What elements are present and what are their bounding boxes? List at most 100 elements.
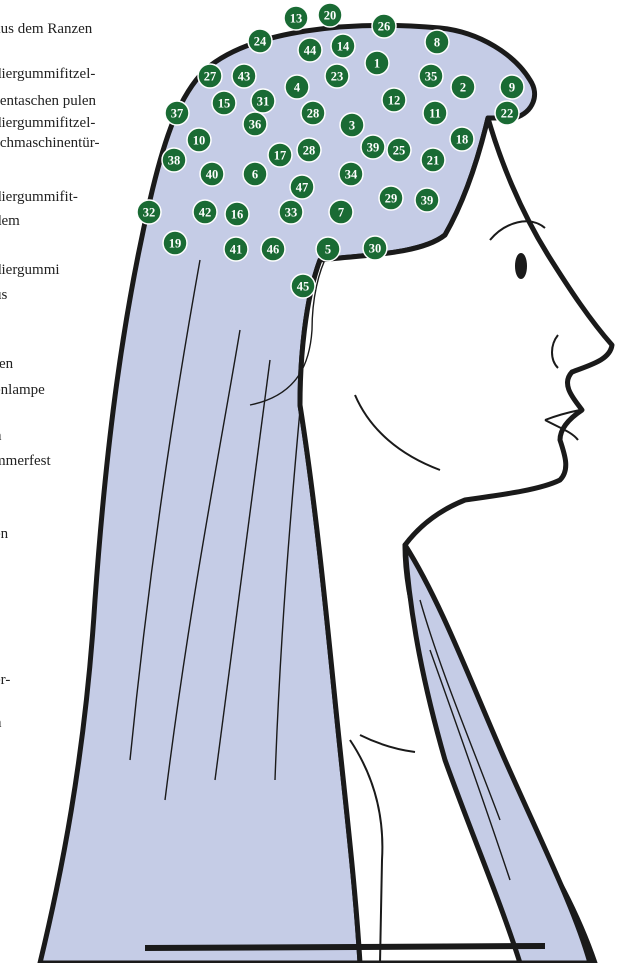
electrode-marker: 33	[279, 200, 303, 224]
electrode-label: 21	[427, 154, 440, 168]
electrode-marker: 47	[290, 175, 314, 199]
electrode-label: 33	[285, 206, 298, 220]
electrode-marker: 39	[361, 135, 385, 159]
electrode-label: 8	[434, 36, 440, 50]
electrode-label: 3	[349, 119, 355, 133]
electrode-label: 31	[257, 95, 270, 109]
electrode-marker: 13	[284, 6, 308, 30]
electrode-marker: 2	[451, 75, 475, 99]
electrode-label: 26	[378, 20, 391, 34]
electrode-label: 1	[374, 57, 380, 71]
electrode-label: 24	[254, 35, 267, 49]
electrode-marker: 22	[495, 101, 519, 125]
electrode-marker: 34	[339, 162, 363, 186]
electrode-marker: 17	[268, 143, 292, 167]
electrode-label: 40	[206, 168, 219, 182]
electrode-label: 30	[369, 242, 382, 256]
electrode-label: 28	[303, 144, 316, 158]
electrode-marker: 5	[316, 237, 340, 261]
electrode-label: 19	[169, 237, 182, 251]
electrode-label: 36	[249, 118, 262, 132]
electrode-marker: 46	[261, 237, 285, 261]
eye	[516, 254, 526, 278]
electrode-marker: 18	[450, 127, 474, 151]
electrode-marker: 10	[187, 128, 211, 152]
electrode-label: 6	[252, 168, 258, 182]
electrode-marker: 8	[425, 30, 449, 54]
electrode-marker: 29	[379, 186, 403, 210]
electrode-label: 32	[143, 206, 156, 220]
electrode-marker: 20	[318, 3, 342, 27]
electrode-label: 7	[338, 206, 344, 220]
electrode-label: 20	[324, 9, 337, 23]
electrode-marker: 39	[415, 188, 439, 212]
electrode-marker: 7	[329, 200, 353, 224]
electrode-label: 39	[421, 194, 434, 208]
electrode-marker: 28	[297, 138, 321, 162]
electrode-marker: 38	[162, 148, 186, 172]
electrode-marker: 14	[331, 34, 355, 58]
electrode-marker: 30	[363, 236, 387, 260]
electrode-label: 9	[509, 81, 515, 95]
electrode-marker: 16	[225, 202, 249, 226]
electrode-label: 39	[367, 141, 380, 155]
electrode-marker: 43	[232, 64, 256, 88]
electrode-label: 41	[230, 243, 243, 257]
electrode-marker: 35	[419, 64, 443, 88]
electrode-marker: 4	[285, 75, 309, 99]
electrode-label: 42	[199, 206, 212, 220]
electrode-marker: 32	[137, 200, 161, 224]
electrode-marker: 9	[500, 75, 524, 99]
electrode-label: 18	[456, 133, 469, 147]
electrode-label: 35	[425, 70, 438, 84]
electrode-label: 14	[337, 40, 350, 54]
electrode-marker: 27	[198, 64, 222, 88]
electrode-label: 22	[501, 107, 514, 121]
electrode-label: 2	[460, 81, 466, 95]
electrode-marker: 6	[243, 162, 267, 186]
electrode-label: 25	[393, 144, 406, 158]
electrode-label: 37	[171, 107, 184, 121]
electrode-label: 16	[231, 208, 244, 222]
electrode-marker: 3	[340, 113, 364, 137]
electrode-marker: 36	[243, 112, 267, 136]
electrode-label: 17	[274, 149, 287, 163]
electrode-marker: 15	[212, 91, 236, 115]
electrode-marker: 44	[298, 38, 322, 62]
electrode-label: 46	[267, 243, 280, 257]
electrode-label: 5	[325, 243, 331, 257]
electrode-marker: 24	[248, 29, 272, 53]
electrode-label: 10	[193, 134, 206, 148]
electrode-label: 43	[238, 70, 251, 84]
electrode-label: 29	[385, 192, 398, 206]
electrode-label: 44	[304, 44, 317, 58]
electrode-marker: 28	[301, 101, 325, 125]
electrode-label: 11	[429, 107, 441, 121]
bottom-edge	[145, 946, 545, 948]
electrode-marker: 11	[423, 101, 447, 125]
electrode-label: 28	[307, 107, 320, 121]
electrode-label: 15	[218, 97, 231, 111]
electrode-marker: 37	[165, 101, 189, 125]
electrode-marker: 26	[372, 14, 396, 38]
electrode-marker: 23	[325, 64, 349, 88]
electrode-marker: 19	[163, 231, 187, 255]
electrode-label: 13	[290, 12, 303, 26]
electrode-marker: 31	[251, 89, 275, 113]
electrode-marker: 25	[387, 138, 411, 162]
electrode-marker: 42	[193, 200, 217, 224]
electrode-label: 45	[297, 280, 310, 294]
electrode-marker: 21	[421, 148, 445, 172]
electrode-marker: 12	[382, 88, 406, 112]
electrode-marker: 41	[224, 237, 248, 261]
electrode-label: 23	[331, 70, 344, 84]
electrode-label: 12	[388, 94, 401, 108]
electrode-marker: 45	[291, 274, 315, 298]
electrode-label: 34	[345, 168, 358, 182]
electrode-marker: 1	[365, 51, 389, 75]
electrode-label: 4	[294, 81, 301, 95]
electrode-label: 27	[204, 70, 217, 84]
electrode-label: 38	[168, 154, 181, 168]
electrode-label: 47	[296, 181, 309, 195]
